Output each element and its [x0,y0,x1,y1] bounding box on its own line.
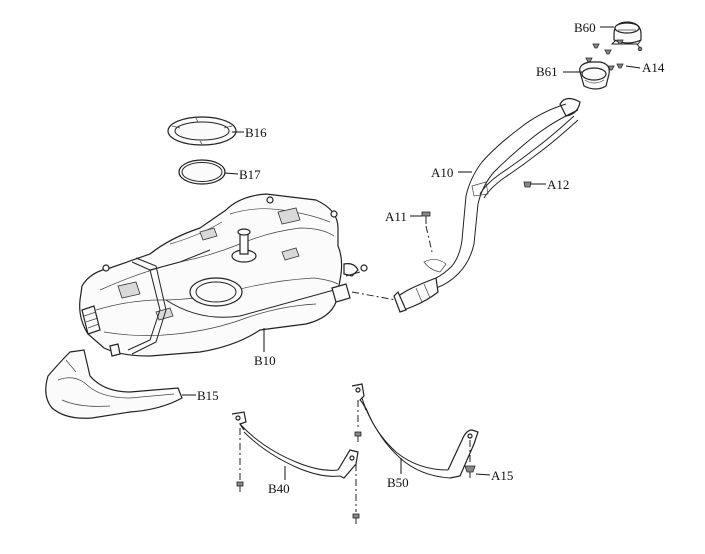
part-bolt-a12 [523,181,532,188]
part-lock-ring [167,116,237,146]
callout-b17: B17 [239,167,261,182]
callout-a10: A10 [431,165,453,180]
part-tank-strap-front [231,411,360,524]
leader-lines [182,26,641,480]
callout-b61: B61 [536,64,558,79]
part-heat-shield [45,349,183,419]
callout-a12: A12 [547,177,569,192]
part-tank-strap-rear [351,383,479,479]
callout-b60: B60 [574,20,596,35]
part-filler-housing [579,61,610,90]
part-gasket [178,159,226,185]
callout-b50: B50 [387,475,409,490]
part-filler-pipe [393,97,581,313]
callout-a11: A11 [385,209,407,224]
callout-a14: A14 [642,60,665,75]
assembly-line-tank-hose [351,291,397,301]
part-fuel-cap [610,21,643,52]
callout-b16: B16 [245,125,267,140]
callout-b15: B15 [197,388,219,403]
callout-a15: A15 [491,468,513,483]
part-fuel-tank [79,193,368,357]
callout-b10: B10 [254,353,276,368]
callout-b40: B40 [268,481,290,496]
part-bolt-a11 [421,211,433,253]
